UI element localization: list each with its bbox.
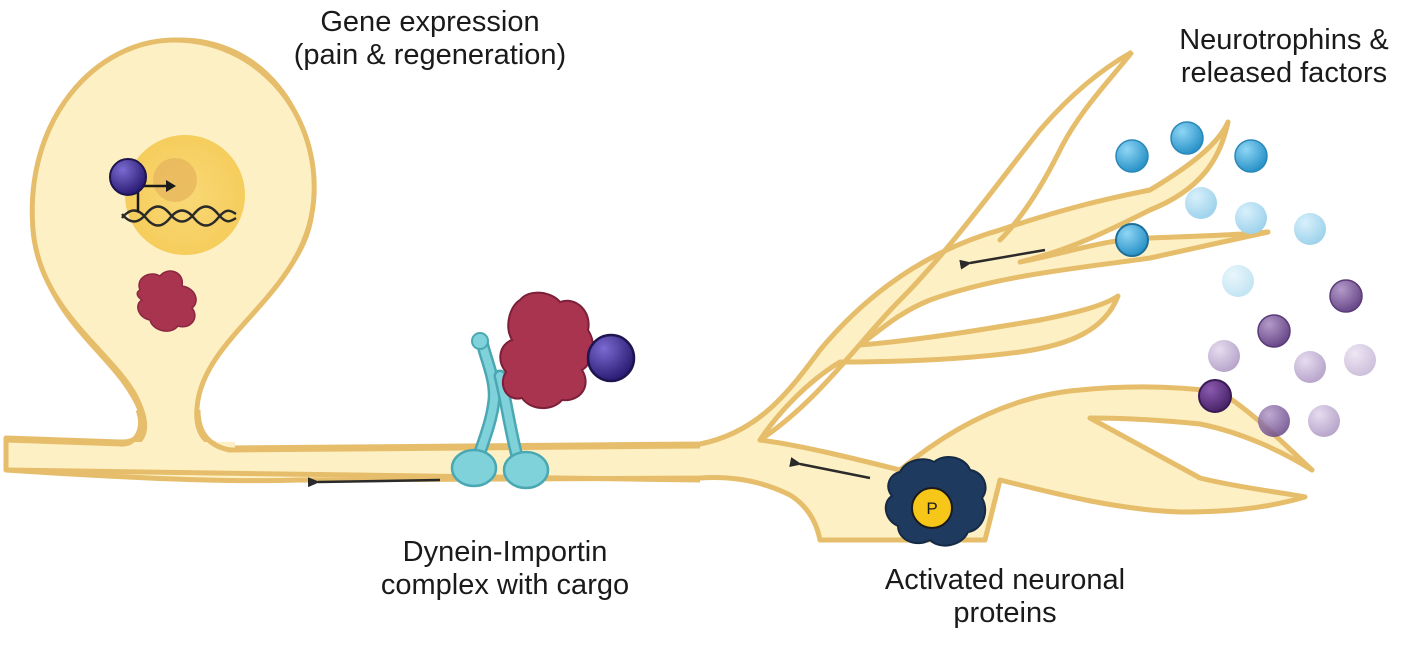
neurotrophin-dot-icon <box>1294 213 1326 245</box>
retrograde-arrows <box>307 248 1046 488</box>
neurotrophin-dot-icon <box>1115 139 1149 173</box>
arrow-branch-lower <box>789 457 871 480</box>
phospho-label: P <box>926 499 937 518</box>
upper-branch <box>757 49 1134 443</box>
dna-helix-icon <box>121 205 237 227</box>
arrow-branch-upper <box>959 248 1046 270</box>
neurotrophins-line2: released factors <box>1180 57 1388 89</box>
nucleolus <box>153 158 197 202</box>
dynein-importin-label: Dynein-Importin complex with cargo <box>330 536 680 602</box>
gene-expression-line2: (pain & regeneration) <box>293 39 567 71</box>
activated-proteins-label: Activated neuronal proteins <box>830 564 1180 630</box>
released-factor-dot-icon <box>1308 405 1340 437</box>
released-factor-dot-icon <box>1344 344 1376 376</box>
released-factor-dot-icon <box>1257 314 1291 348</box>
neurotrophins-line1: Neurotrophins & <box>1179 24 1389 56</box>
importin-ball-nucleus <box>109 158 147 196</box>
released-factor-dot-icon <box>1329 279 1363 313</box>
activated-line1: Activated neuronal <box>884 564 1126 596</box>
importin-ball-icon <box>586 333 636 383</box>
neurotrophin-dot-icon <box>1235 202 1267 234</box>
dynein-line2: complex with cargo <box>380 569 630 601</box>
neurotrophin-dot-icon-group <box>1115 121 1376 437</box>
gene-expression-label: Gene expression (pain & regeneration) <box>250 6 610 72</box>
neuron-body <box>3 37 1315 543</box>
nucleus-icon <box>109 135 245 255</box>
neurotrophin-dot-icon <box>1185 187 1217 219</box>
phospho-badge-icon: P <box>911 487 953 529</box>
neurotrophin-dot-icon <box>1234 139 1268 173</box>
neurotrophin-dot-icon <box>1222 265 1254 297</box>
arrow-axon <box>307 477 441 488</box>
neurotrophin-dot-icon-internalized <box>1115 223 1149 257</box>
neurotrophins-label: Neurotrophins & released factors <box>1150 24 1418 90</box>
neurotrophin-dot-icon <box>1170 121 1204 155</box>
dynein-motor-icon <box>450 332 550 490</box>
dynein-line1: Dynein-Importin <box>402 536 608 568</box>
released-factor-dot-icon <box>1208 340 1240 372</box>
cargo-protein-icon <box>499 291 595 409</box>
released-factor-dot-icon <box>1258 405 1290 437</box>
released-factor-dot-icon-internalized <box>1198 379 1232 413</box>
released-factor-dot-icon <box>1294 351 1326 383</box>
activated-line2: proteins <box>953 597 1057 629</box>
gene-expression-line1: Gene expression <box>320 6 540 38</box>
cargo-protein-soma <box>136 270 197 332</box>
